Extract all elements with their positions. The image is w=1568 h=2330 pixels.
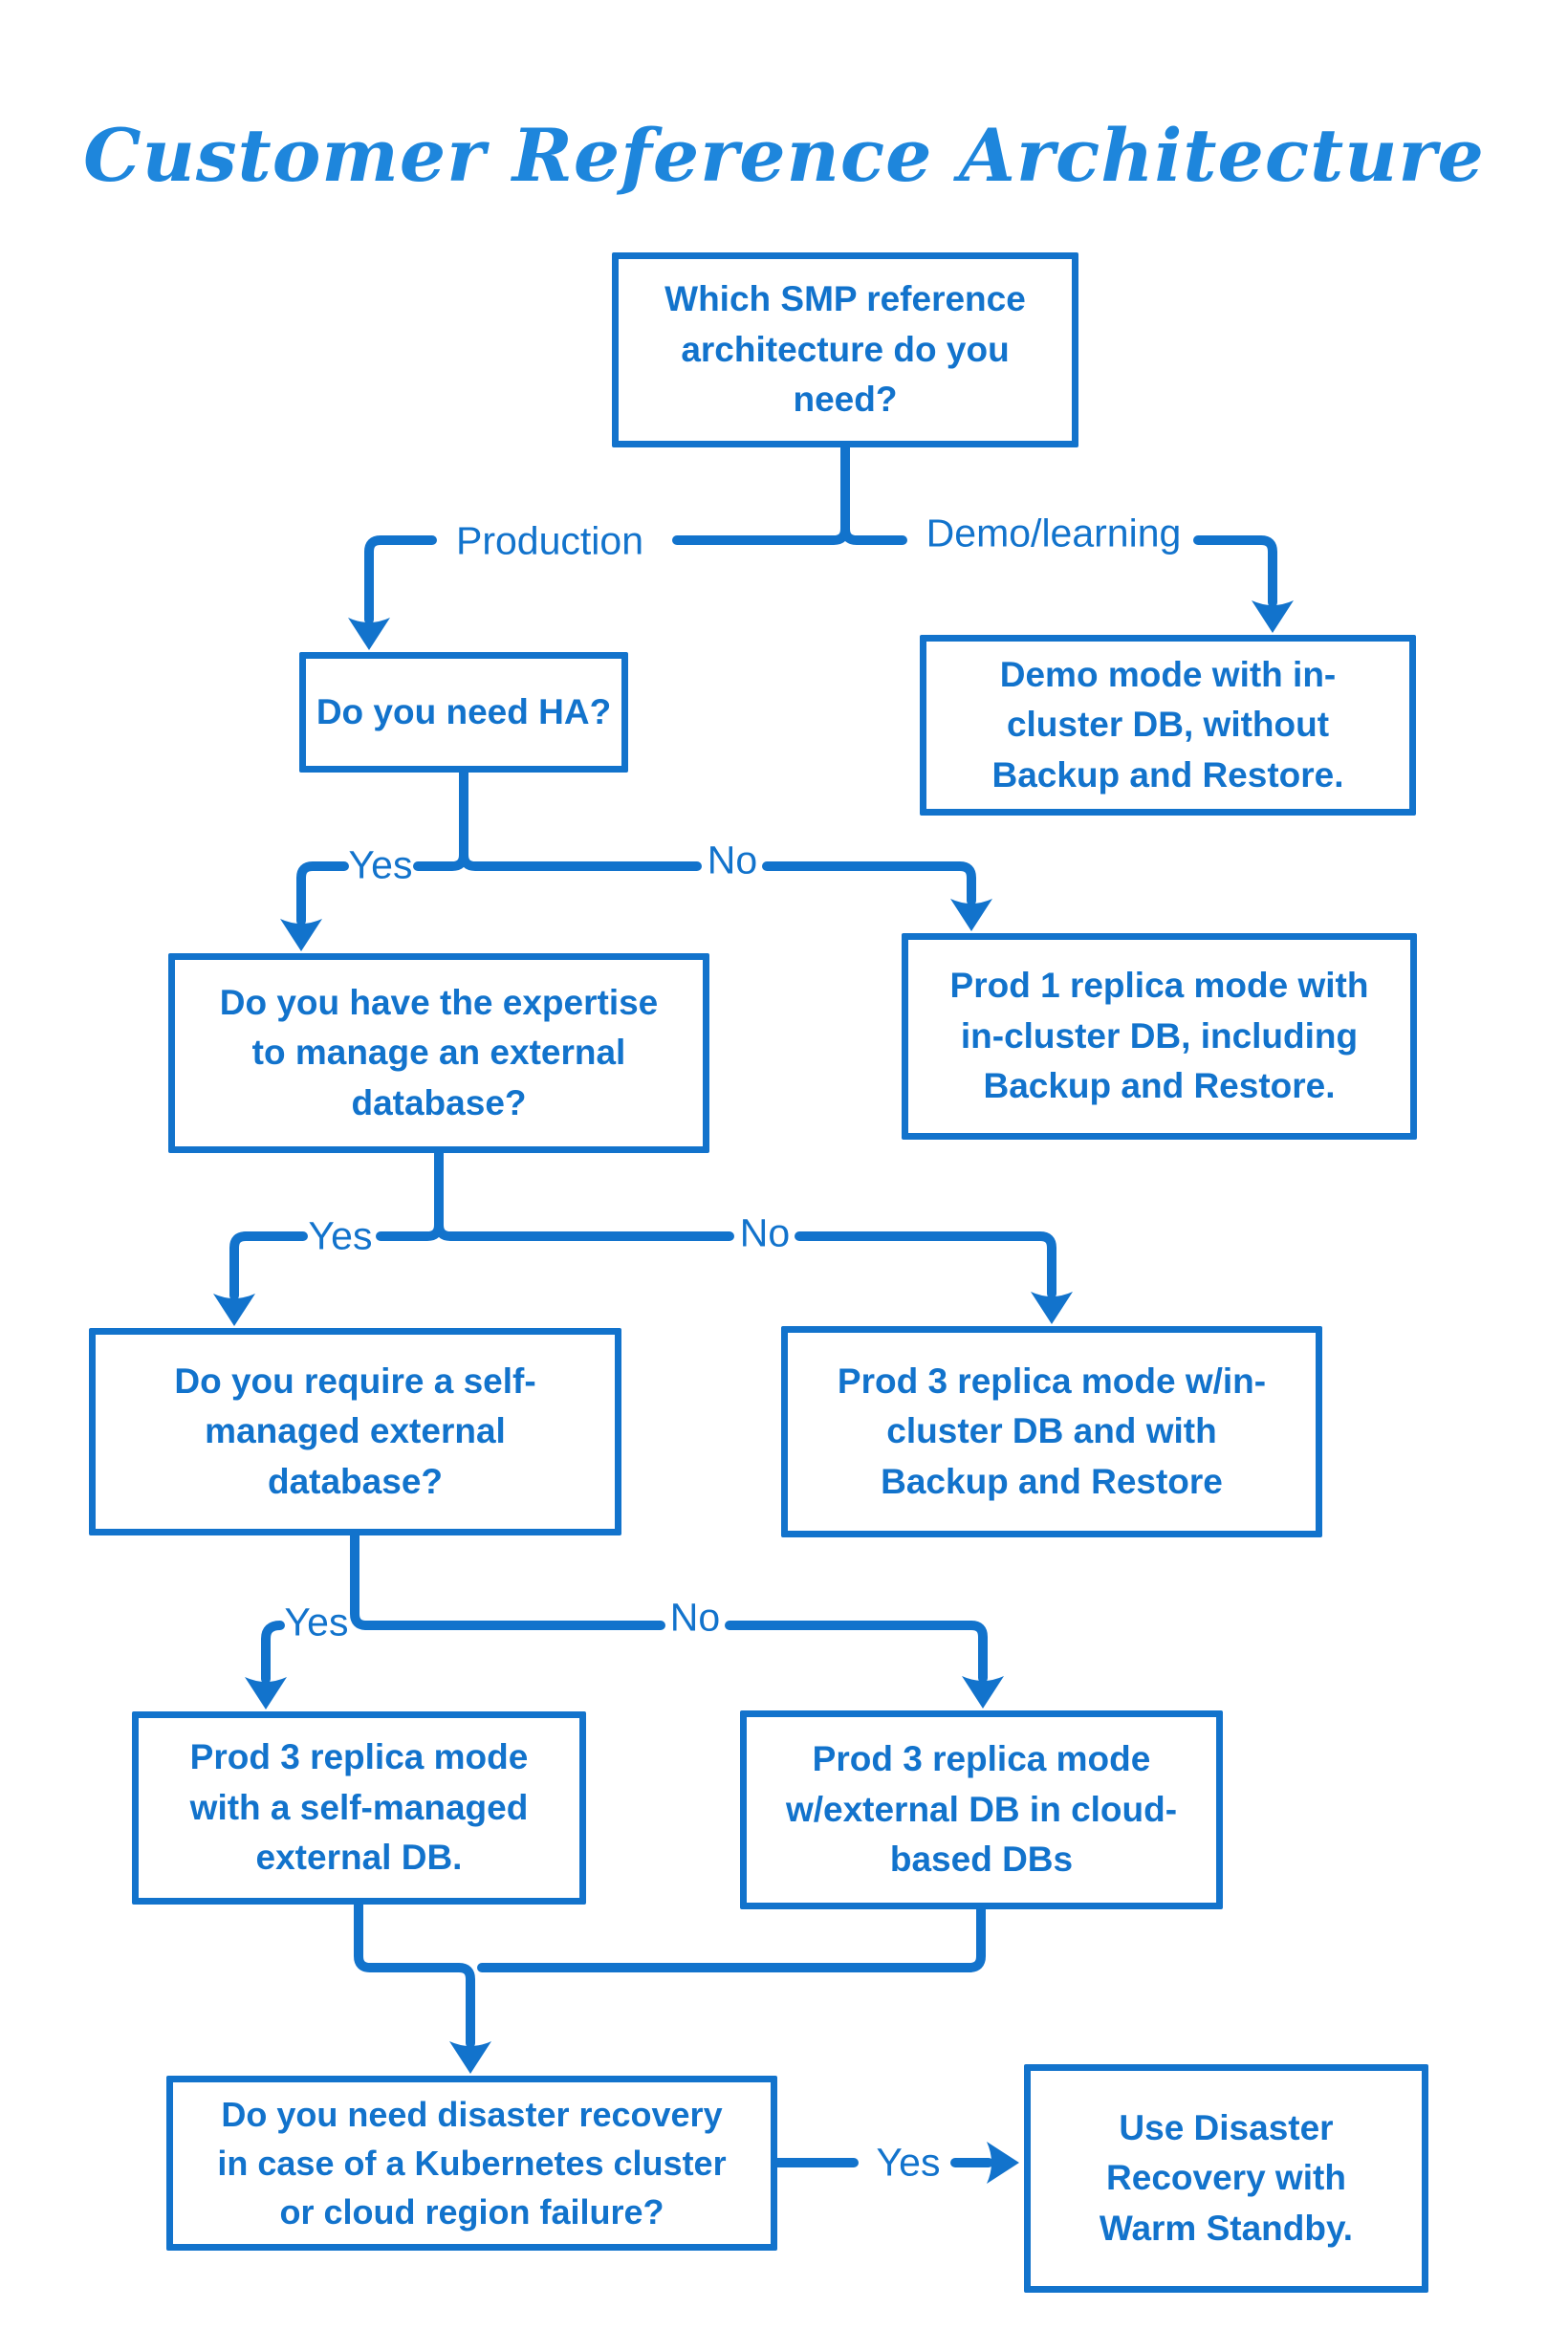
connector-ha-stem <box>413 766 468 871</box>
connector-expertise-no-right <box>795 1231 1056 1298</box>
edge-label-production: Production <box>455 518 644 563</box>
node-need-ha-question: Do you need HA? <box>299 652 628 773</box>
arrowhead-into-self-managed-q <box>213 1294 255 1326</box>
edge-label-ha-no: No <box>707 838 758 882</box>
node-self-managed-question: Do you require a self- managed external … <box>89 1328 621 1535</box>
edge-label-expertise-yes: Yes <box>308 1213 373 1258</box>
connector-ha-yes <box>296 861 349 925</box>
arrowhead-into-warm-standby <box>987 2142 1019 2184</box>
node-demo-mode-result: Demo mode with in- cluster DB, without B… <box>920 635 1416 816</box>
connector-merge-left <box>354 1898 475 2048</box>
connector-self-stem <box>350 1529 371 1630</box>
edge-label-self-managed-no: No <box>669 1595 721 1640</box>
arrowhead-into-prod3-self <box>245 1677 287 1709</box>
connector-expertise-no-left <box>434 1220 734 1241</box>
connector-self-no-right <box>725 1621 988 1683</box>
connector-merge-right <box>477 1903 986 1972</box>
connector-expertise-yes <box>229 1231 308 1300</box>
edge-label-disaster-yes: Yes <box>876 2140 941 2185</box>
page-title: Customer Reference Architecture <box>83 113 1485 198</box>
edge-label-demo-learning: Demo/learning <box>926 511 1182 555</box>
connector-demo-right-of-stem <box>840 524 907 545</box>
node-disaster-recovery-question: Do you need disaster recovery in case of… <box>166 2076 777 2251</box>
arrowhead-into-prod1 <box>950 899 992 931</box>
node-prod1-result: Prod 1 replica mode with in-cluster DB, … <box>902 933 1417 1140</box>
connector-demo-right <box>1193 535 1277 607</box>
arrowhead-into-need-ha <box>348 618 390 650</box>
connector-self-yes <box>261 1621 285 1684</box>
arrowhead-into-prod3-incluster <box>1031 1292 1073 1324</box>
edge-label-ha-yes: Yes <box>348 842 413 887</box>
node-root-question: Which SMP reference architecture do you … <box>612 252 1078 447</box>
arrowhead-into-expertise <box>280 919 322 951</box>
edge-label-self-managed-yes: Yes <box>284 1600 349 1644</box>
connector-production-left <box>364 535 437 624</box>
arrowhead-into-prod3-cloud <box>962 1676 1004 1709</box>
node-warm-standby-result: Use Disaster Recovery with Warm Standby. <box>1024 2064 1428 2293</box>
edge-label-expertise-no: No <box>739 1210 791 1255</box>
connector-ha-no-left <box>459 850 702 871</box>
node-prod3-selfmanaged-result: Prod 3 replica mode with a self-managed … <box>132 1711 586 1905</box>
node-expertise-question: Do you have the expertise to manage an e… <box>168 953 709 1153</box>
connector-ha-no-right <box>762 861 976 905</box>
arrowhead-into-demo-mode <box>1252 600 1294 633</box>
connector-root-stem <box>672 443 850 545</box>
connector-expertise-stem <box>376 1146 444 1241</box>
node-prod3-cloud-result: Prod 3 replica mode w/external DB in clo… <box>740 1710 1223 1909</box>
node-prod3-incluster-result: Prod 3 replica mode w/in- cluster DB and… <box>781 1326 1322 1537</box>
arrowhead-into-disaster-q <box>449 2041 491 2074</box>
